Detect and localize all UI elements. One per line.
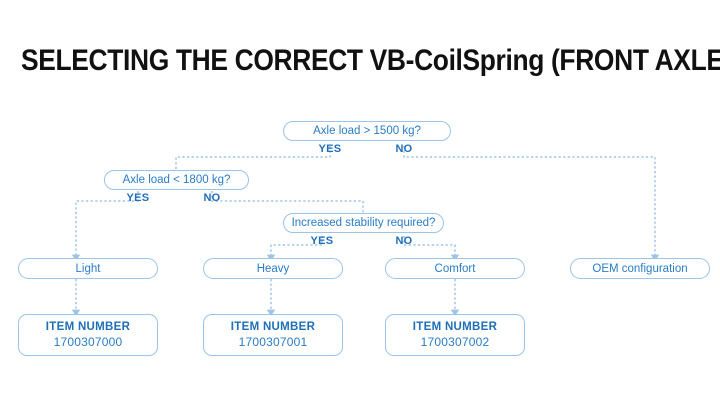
wire-d3-no	[403, 236, 460, 262]
decision-label: Axle load < 1800 kg?	[122, 174, 231, 186]
result-node-comfort[interactable]: Comfort	[385, 258, 525, 279]
decision-label: Axle load > 1500 kg?	[313, 125, 421, 137]
item-number-box-light[interactable]: ITEM NUMBER 1700307000	[18, 314, 158, 356]
result-node-heavy[interactable]: Heavy	[203, 258, 343, 279]
branch-label-d3-yes: YES	[310, 235, 334, 247]
result-node-light[interactable]: Light	[18, 258, 158, 279]
wire-d1-yes	[175, 146, 331, 170]
decision-node-axle-load-1800[interactable]: Axle load < 1800 kg?	[104, 170, 249, 190]
item-number-value: 1700307000	[53, 335, 123, 349]
branch-label-d2-no: NO	[203, 192, 221, 204]
decision-node-increased-stability[interactable]: Increased stability required?	[283, 213, 444, 233]
result-label: Comfort	[434, 262, 476, 275]
item-number-value: 1700307002	[420, 335, 490, 349]
item-number-value: 1700307001	[238, 335, 308, 349]
wire-d2-no	[211, 191, 364, 213]
branch-label-d1-no: NO	[395, 143, 413, 155]
branch-label-d2-yes: YES	[126, 192, 150, 204]
item-number-box-comfort[interactable]: ITEM NUMBER 1700307002	[385, 314, 525, 356]
decision-node-axle-load-1500[interactable]: Axle load > 1500 kg?	[283, 121, 451, 141]
wire-d2-yes	[71, 191, 139, 262]
item-number-header: ITEM NUMBER	[230, 321, 316, 333]
result-node-oem-configuration[interactable]: OEM configuration	[570, 258, 710, 279]
wire-d3-yes	[266, 236, 323, 262]
branch-label-d1-yes: YES	[318, 143, 342, 155]
result-label: Heavy	[256, 262, 290, 275]
item-number-header: ITEM NUMBER	[45, 321, 131, 333]
result-label: OEM configuration	[592, 262, 688, 275]
decision-label: Increased stability required?	[291, 217, 436, 229]
wire-d1-no	[403, 146, 660, 262]
page-title: SELECTING THE CORRECT VB-CoilSpring (FRO…	[21, 44, 720, 77]
result-label: Light	[75, 262, 101, 275]
item-number-box-heavy[interactable]: ITEM NUMBER 1700307001	[203, 314, 343, 356]
item-number-header: ITEM NUMBER	[412, 321, 498, 333]
branch-label-d3-no: NO	[395, 235, 413, 247]
